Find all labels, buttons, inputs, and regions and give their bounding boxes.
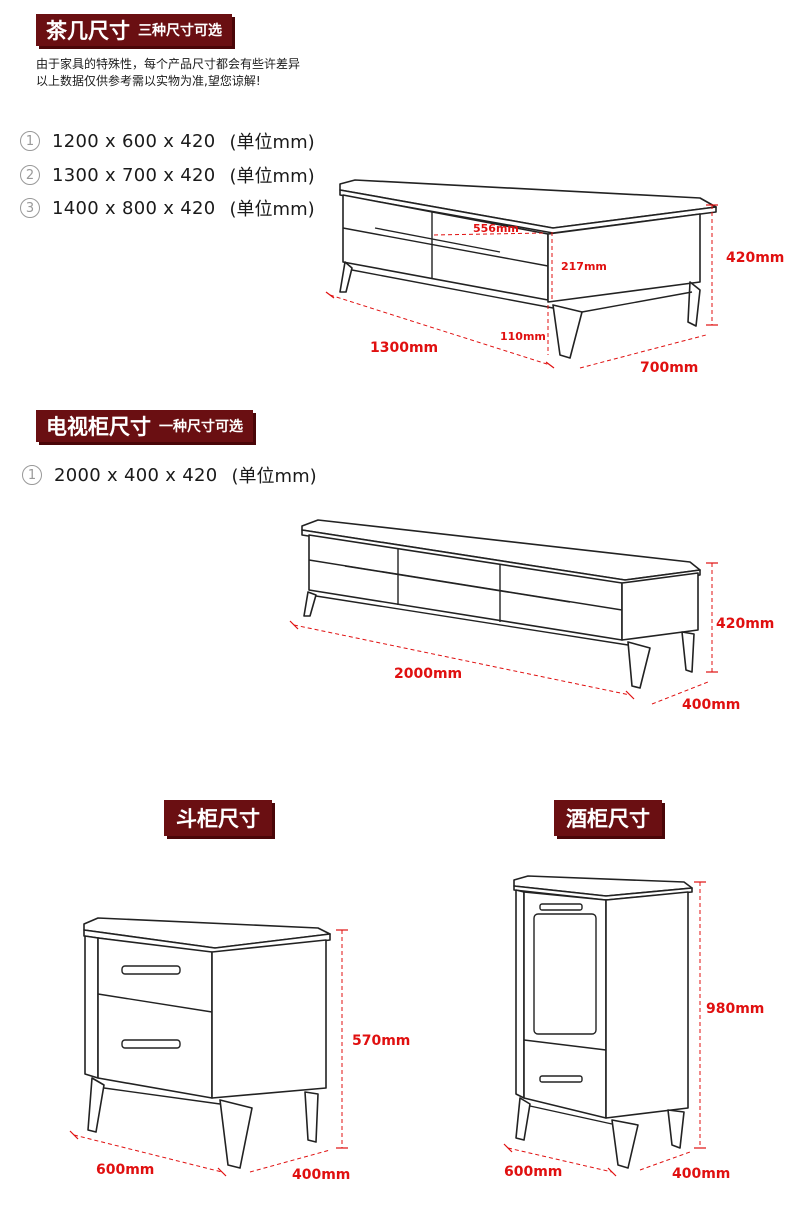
coffee-height-label: 420mm — [726, 250, 785, 266]
size-disclaimer: 由于家具的特殊性，每个产品尺寸都会有些许差异以上数据仅供参考需以实物为准,望您谅… — [36, 57, 301, 88]
tv-depth-label: 400mm — [682, 697, 741, 713]
coffee-spec-3: 3 1400 x 800 x 420 (单位mm) — [20, 195, 315, 221]
coffee-leg-label: 110mm — [500, 330, 546, 343]
coffee-depth-label: 700mm — [640, 360, 699, 376]
tv-cabinet-title-banner: 电视柜尺寸 一种尺寸可选 — [36, 410, 253, 442]
coffee-front-label: 217mm — [561, 260, 607, 273]
coffee-table-title: 茶几尺寸 — [46, 18, 130, 43]
option-3-icon: 3 — [20, 198, 40, 218]
tv-cabinet-title: 电视柜尺寸 — [46, 414, 151, 439]
tv-spec-1: 1 2000 x 400 x 420 (单位mm) — [22, 462, 317, 488]
tv-height-label: 420mm — [716, 616, 775, 632]
option-1-icon: 1 — [20, 131, 40, 151]
nightstand-drawing — [69, 917, 348, 1177]
tv-length-label: 2000mm — [394, 666, 463, 682]
nightstand-height-label: 570mm — [352, 1033, 411, 1049]
nightstand-title: 斗柜尺寸 — [176, 806, 260, 831]
wine-cabinet-title: 酒柜尺寸 — [566, 806, 650, 831]
wine-cabinet-drawing — [503, 875, 706, 1177]
coffee-table-title-banner: 茶几尺寸 三种尺寸可选 — [36, 14, 232, 46]
wine-width-label: 600mm — [504, 1164, 563, 1180]
coffee-table-drawing — [325, 179, 718, 369]
coffee-drawer-label: 556mm — [473, 222, 519, 235]
nightstand-width-label: 600mm — [96, 1162, 155, 1178]
tv-cabinet-drawing — [289, 519, 718, 705]
nightstand-title-banner: 斗柜尺寸 — [164, 800, 272, 836]
coffee-spec-1: 1 1200 x 600 x 420 (单位mm) — [20, 128, 315, 154]
wine-height-label: 980mm — [706, 1001, 765, 1017]
nightstand-depth-label: 400mm — [292, 1167, 351, 1183]
tv-cabinet-subtitle: 一种尺寸可选 — [159, 419, 243, 435]
coffee-length-label: 1300mm — [370, 340, 439, 356]
coffee-spec-2: 2 1300 x 700 x 420 (单位mm) — [20, 162, 315, 188]
wine-cabinet-title-banner: 酒柜尺寸 — [554, 800, 662, 836]
option-2-icon: 2 — [20, 165, 40, 185]
coffee-table-subtitle: 三种尺寸可选 — [138, 23, 222, 39]
wine-depth-label: 400mm — [672, 1166, 731, 1182]
option-1-icon: 1 — [22, 465, 42, 485]
